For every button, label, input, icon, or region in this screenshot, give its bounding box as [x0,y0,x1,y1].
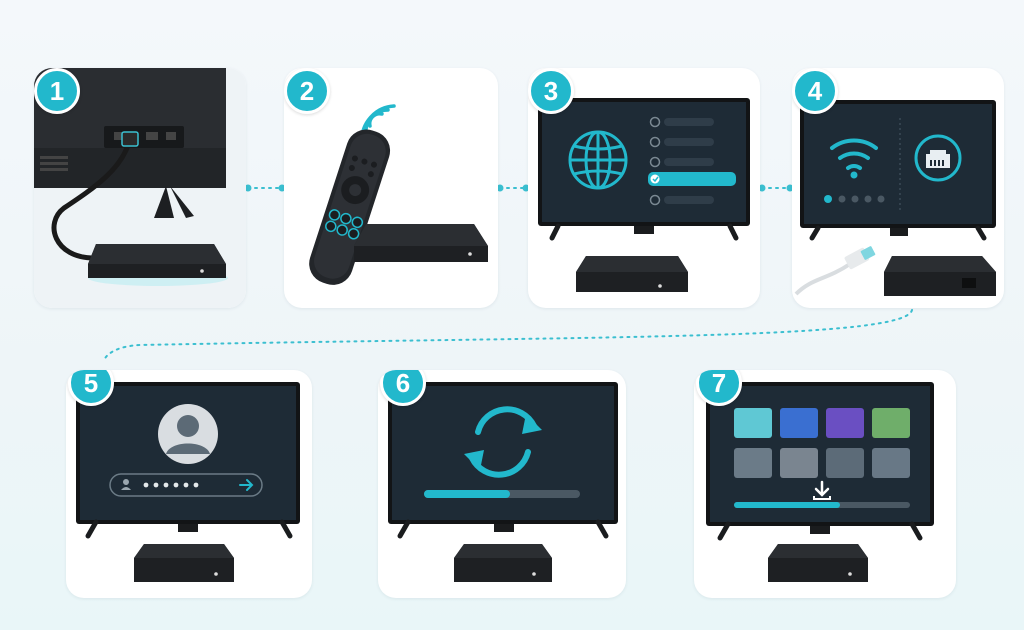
network-setup-icon [794,100,996,296]
step-number-badge: 7 [696,370,742,406]
step-number-badge: 4 [792,68,838,114]
account-login-icon [76,382,300,582]
download-icon [813,480,831,500]
step-6-panel: 6 [378,370,626,598]
language-select-icon [538,98,750,292]
step-3-panel: 3 [528,68,760,308]
step-1-panel: 1 [34,68,246,308]
step-number-badge: 2 [284,68,330,114]
step-2-panel: 2 [284,68,498,308]
step-number-badge: 3 [528,68,574,114]
software-update-icon [388,382,618,582]
step-4-panel: 4 [792,68,1004,308]
step-5-panel: 5 [66,370,312,598]
app-install-icon [706,382,934,582]
update-progress-fill [424,490,510,498]
step-7-panel: 7 [694,370,956,598]
remote-pairing-icon [309,104,488,285]
step-number-badge: 6 [380,370,426,406]
step-number-badge: 5 [68,370,114,406]
step-number-badge: 1 [34,68,80,114]
